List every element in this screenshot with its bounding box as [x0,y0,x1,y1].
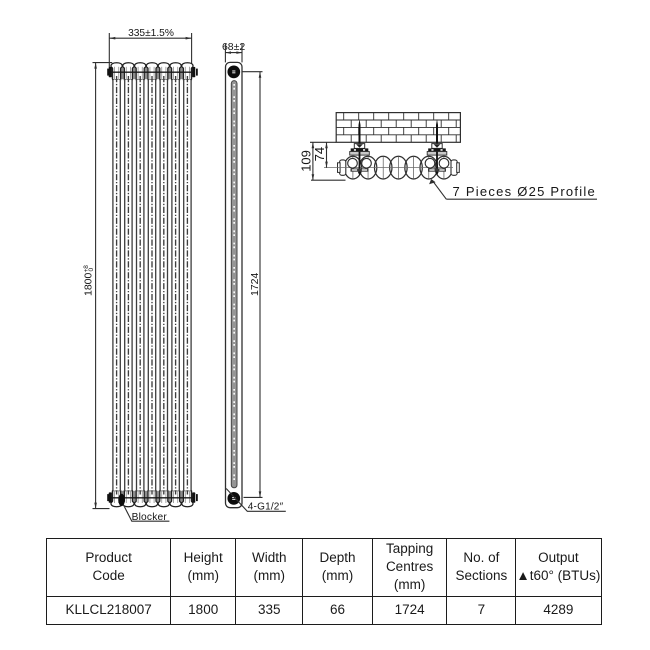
svg-text:4-G1/2″: 4-G1/2″ [248,502,284,513]
svg-text:109: 109 [298,150,313,172]
svg-text:74: 74 [312,147,327,161]
svg-text:0: 0 [88,268,95,272]
svg-text:68±2: 68±2 [222,41,245,53]
svg-text:7 Pieces Ø25 Profile: 7 Pieces Ø25 Profile [453,184,597,199]
svg-text:1800: 1800 [83,272,95,296]
svg-text:+8: +8 [83,265,90,273]
svg-text:1724: 1724 [249,272,261,296]
svg-text:335±1.5%: 335±1.5% [128,28,174,39]
svg-text:Blocker: Blocker [132,512,168,523]
